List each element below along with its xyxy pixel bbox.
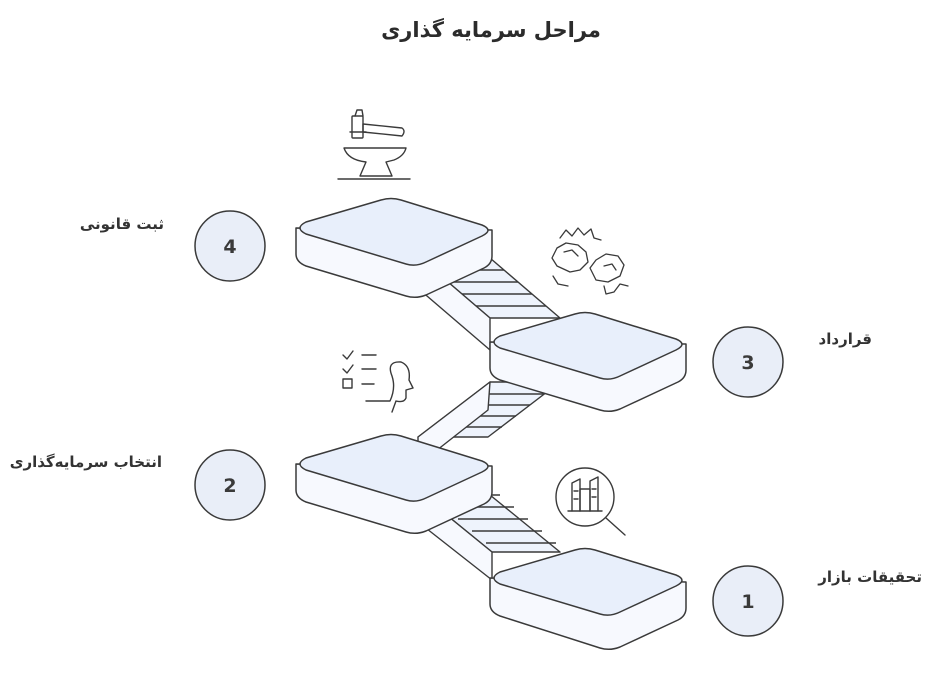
platform-step-1	[489, 547, 687, 651]
svg-text:3: 3	[741, 352, 754, 374]
step-1-number-badge: 1	[712, 565, 784, 637]
handshake-fists-icon	[551, 227, 629, 295]
svg-text:4: 4	[223, 236, 236, 258]
market-research-magnifier-icon	[555, 467, 626, 536]
stair-flight-2	[417, 381, 561, 466]
step-2-number-badge: 2	[194, 449, 266, 521]
step-4-number-badge: 4	[194, 210, 266, 282]
checklist-thinking-head-icon	[342, 350, 414, 413]
step-4-label: ثبت قانونی	[80, 215, 164, 233]
platform-step-2	[295, 433, 493, 535]
staircase	[417, 257, 561, 581]
step-1-label: تحقیقات بازار	[817, 568, 922, 586]
platform-step-4	[295, 197, 493, 299]
diagram-title: مراحل سرمایه گذاری	[381, 17, 601, 42]
gavel-anvil-icon	[337, 109, 411, 180]
svg-text:1: 1	[741, 591, 754, 613]
platform-step-3	[489, 311, 687, 413]
svg-text:2: 2	[223, 475, 236, 497]
step-2-label: انتخاب سرمایه‌گذاری	[10, 453, 162, 471]
step-3-label: قرارداد	[819, 330, 872, 348]
step-3-number-badge: 3	[712, 326, 784, 398]
